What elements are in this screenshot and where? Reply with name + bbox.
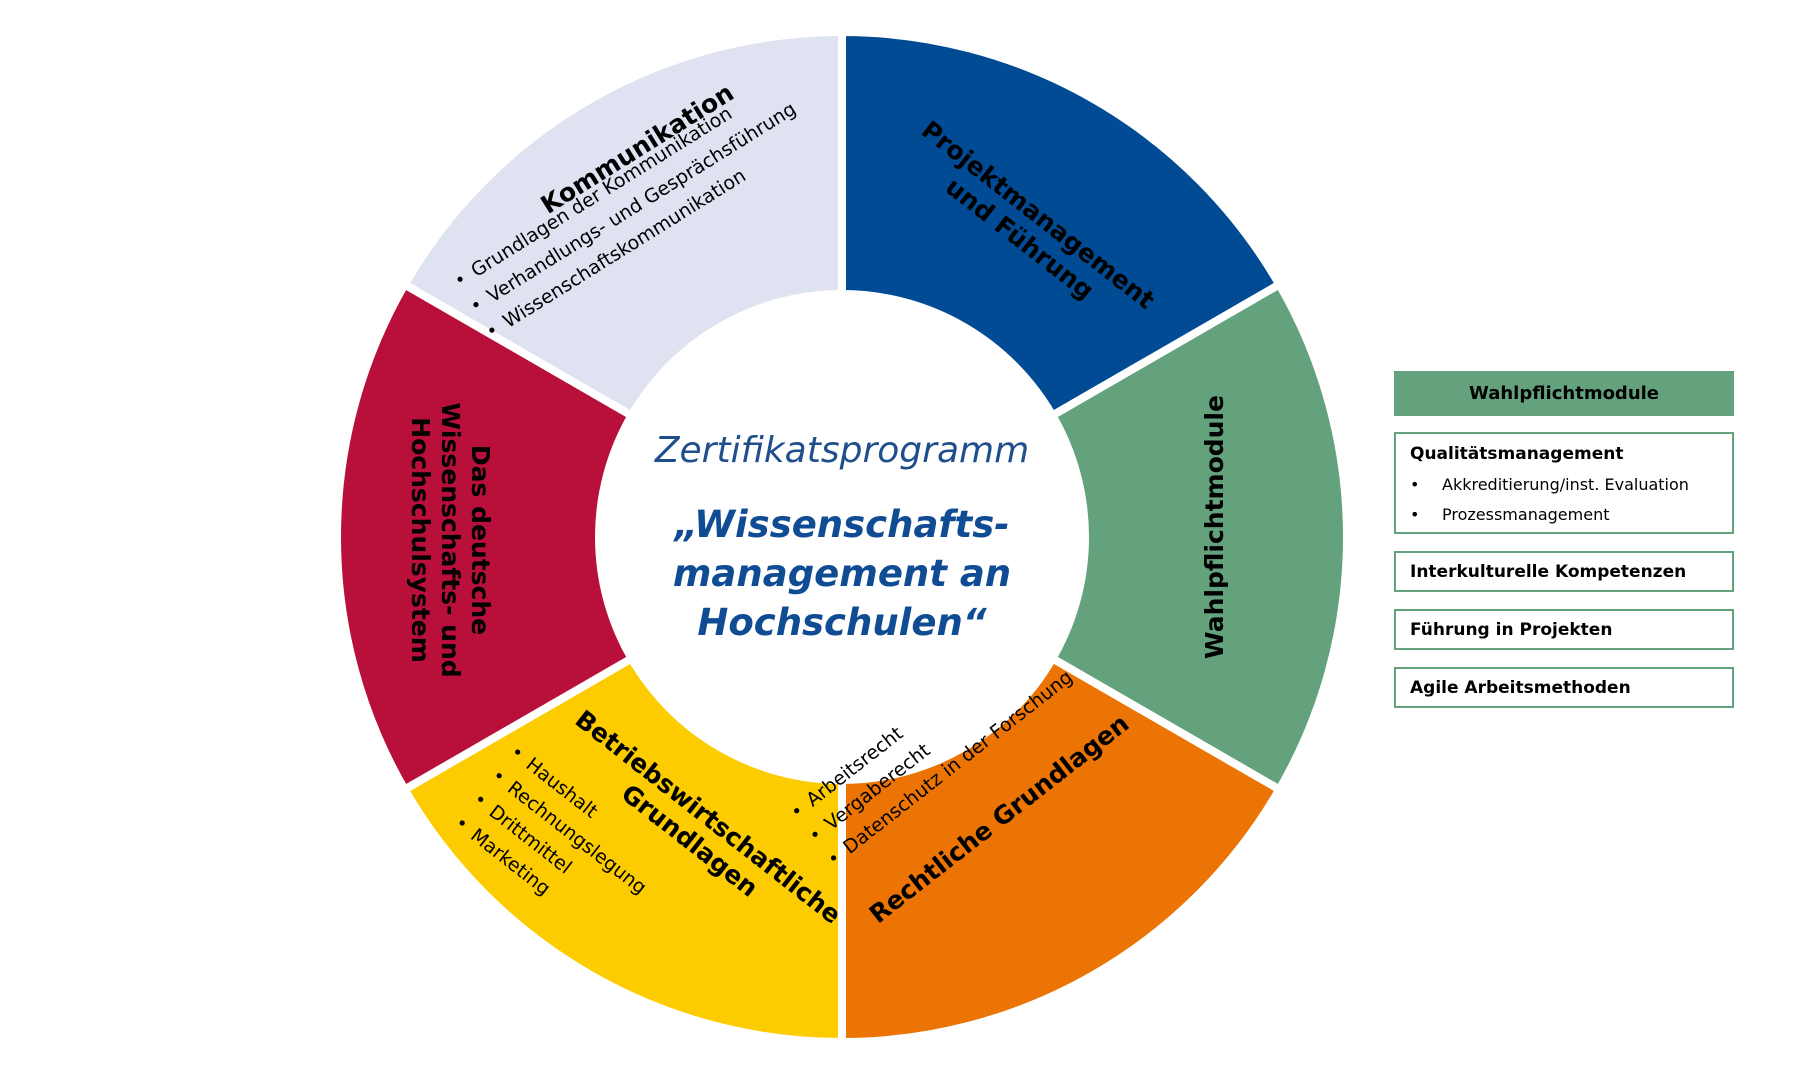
segment-title-line: Hochschulsystem	[406, 417, 435, 663]
segment-title-line: Das deutsche	[466, 445, 495, 635]
sidebar-box-title: Qualitätsmanagement	[1410, 444, 1624, 464]
sidebar-box-title: Interkulturelle Kompetenzen	[1410, 561, 1687, 582]
center-title-line: Hochschulen“	[697, 601, 987, 644]
center-title-line: management an	[673, 552, 1011, 595]
center-circle	[599, 294, 1085, 780]
sidebar-box-list: Akkreditierung/inst. Evaluation Prozessm…	[1410, 470, 1718, 530]
sidebar-box-title: Führung in Projekten	[1410, 619, 1613, 640]
sidebar-header: Wahlpflichtmodule	[1394, 371, 1734, 416]
center-title-line: „Wissenschafts-	[672, 503, 1009, 546]
center-text: Zertifikatsprogramm „Wissenschafts-manage…	[654, 430, 1029, 644]
center-subtitle: Zertifikatsprogramm	[654, 430, 1029, 471]
segment-title-wahlpflicht: Wahlpflichtmodule	[1200, 395, 1229, 659]
sidebar-box-agile-arbeitsmethoden: Agile Arbeitsmethoden	[1394, 667, 1734, 708]
segment-title-line: Wahlpflichtmodule	[1200, 395, 1229, 659]
sidebar-box-title: Agile Arbeitsmethoden	[1410, 677, 1631, 698]
sidebar-box-interkulturelle-kompetenzen: Interkulturelle Kompetenzen	[1394, 551, 1734, 592]
segment-title-line: Wissenschafts- und	[436, 402, 465, 677]
sidebar-box-qualitaetsmanagement: Qualitätsmanagement Akkreditierung/inst.…	[1394, 432, 1734, 534]
sidebar-box-fuehrung-in-projekten: Führung in Projekten	[1394, 609, 1734, 650]
list-item: Prozessmanagement	[1410, 500, 1718, 530]
list-item: Akkreditierung/inst. Evaluation	[1410, 470, 1718, 500]
